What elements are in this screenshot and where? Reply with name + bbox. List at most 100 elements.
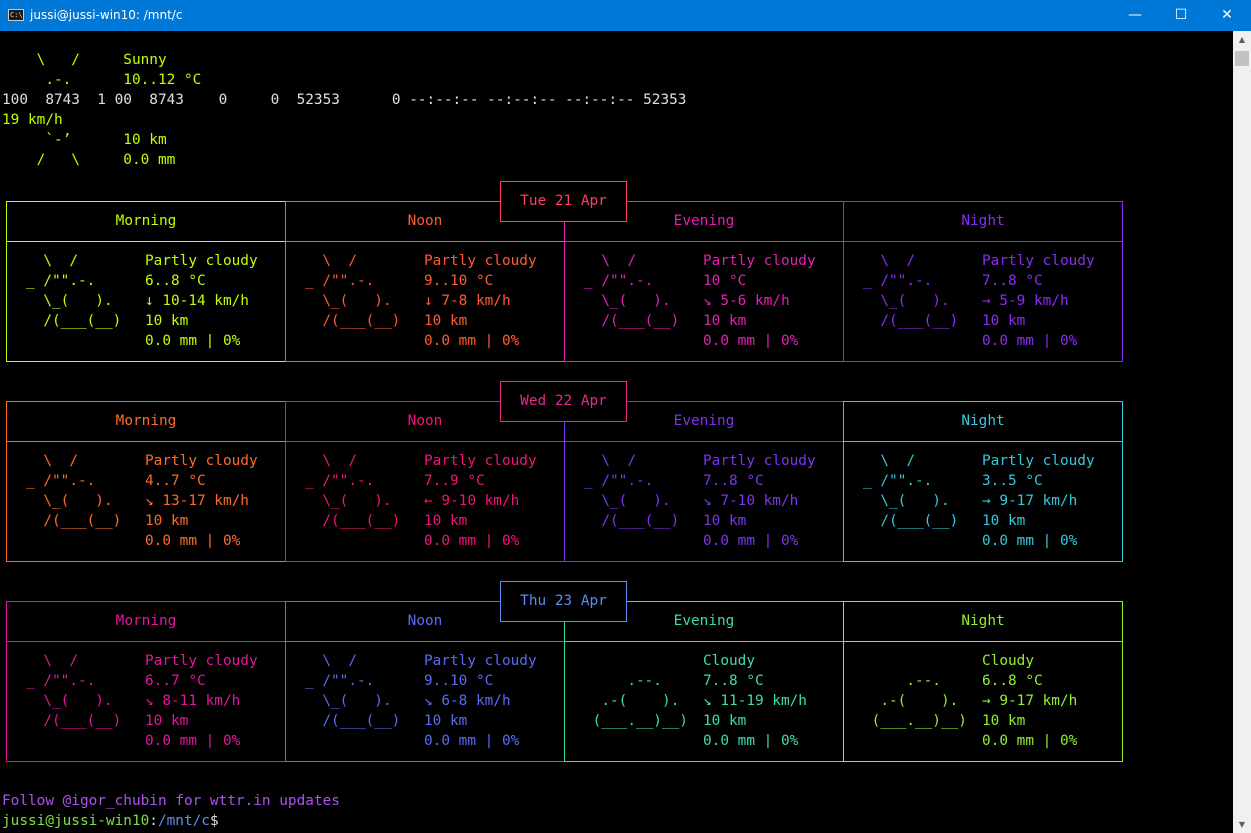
- minimize-button[interactable]: —: [1128, 7, 1142, 23]
- period-temp: 9..10 °C: [424, 673, 494, 689]
- period-condition: Partly cloudy: [424, 253, 537, 269]
- period-label: Morning: [115, 413, 177, 429]
- maximize-button[interactable]: ☐: [1174, 7, 1188, 23]
- period-precip: 0.0 mm | 0%: [982, 733, 1078, 749]
- weather-art-line: .--.: [584, 673, 688, 689]
- period-temp: 9..10 °C: [424, 273, 494, 289]
- shell-prompt[interactable]: jussi@jussi-win10:/mnt/c$: [2, 811, 219, 831]
- current-text: 10..12 °C: [123, 72, 202, 88]
- period-label: Noon: [407, 613, 443, 629]
- period-body-box: [843, 241, 1123, 362]
- weather-art-line: _ /"".-.: [26, 673, 130, 689]
- weather-art-line: /(___(__): [26, 513, 130, 529]
- window-title: jussi@jussi-win10: /mnt/c: [30, 8, 183, 22]
- period-wind: ↘ 7-10 km/h: [703, 493, 799, 509]
- period-visibility: 10 km: [145, 313, 189, 329]
- prompt-symbol: $: [209, 813, 219, 829]
- weather-art-line: [584, 331, 688, 351]
- weather-art-line: \ /: [26, 253, 130, 269]
- weather-art-line: \ /: [863, 253, 967, 269]
- current-text: Sunny: [123, 52, 167, 68]
- current-text: 100 8743 1 00 8743 0 0 52353 0 --:--:-- …: [2, 92, 687, 108]
- weather-art-line: \_( ).: [584, 493, 688, 509]
- period-condition: Partly cloudy: [145, 453, 258, 469]
- period-label: Night: [961, 213, 1005, 229]
- weather-art-line: (___.__)__): [863, 713, 967, 729]
- period-label: Evening: [673, 413, 735, 429]
- scrollbar-thumb[interactable]: [1235, 51, 1249, 66]
- period-condition: Cloudy: [703, 653, 755, 669]
- weather-art-line: [26, 331, 130, 351]
- weather-art-line: _ /"".-.: [305, 673, 409, 689]
- weather-art-line: [863, 331, 967, 351]
- period-temp: 6..7 °C: [145, 673, 206, 689]
- weather-art-line: /(___(__): [26, 713, 130, 729]
- weather-art-line: _ /"".-.: [863, 273, 967, 289]
- weather-art-line: [305, 531, 409, 551]
- weather-art-line: .-( ).: [863, 693, 967, 709]
- weather-art-line: _ /"".-.: [305, 273, 409, 289]
- window-titlebar[interactable]: C:\ jussi@jussi-win10: /mnt/c — ☐ ✕: [0, 0, 1251, 31]
- period-visibility: 10 km: [703, 513, 747, 529]
- period-condition: Partly cloudy: [424, 453, 537, 469]
- period-condition: Partly cloudy: [424, 653, 537, 669]
- prompt-separator: :: [149, 813, 158, 829]
- weather-art-line: /(___(__): [26, 313, 130, 329]
- weather-art-line: /(___(__): [584, 513, 688, 529]
- period-label: Morning: [115, 213, 177, 229]
- period-wind: → 5-9 km/h: [982, 293, 1069, 309]
- period-visibility: 10 km: [145, 513, 189, 529]
- weather-art-line: _ /"".-.: [584, 273, 688, 289]
- period-precip: 0.0 mm | 0%: [703, 733, 799, 749]
- period-wind: ↘ 13-17 km/h: [145, 493, 249, 509]
- period-precip: 0.0 mm | 0%: [424, 533, 520, 549]
- weather-art-line: [863, 651, 967, 671]
- weather-art-line: /(___(__): [305, 513, 409, 529]
- period-condition: Partly cloudy: [703, 453, 816, 469]
- period-condition: Partly cloudy: [145, 653, 258, 669]
- scroll-down-icon[interactable]: ▼: [1238, 820, 1246, 829]
- weather-art-line: /(___(__): [584, 313, 688, 329]
- current-text: 10 km: [123, 132, 167, 148]
- period-visibility: 10 km: [982, 513, 1026, 529]
- weather-art: .-.: [2, 72, 124, 88]
- current-text: 19 km/h: [2, 112, 63, 128]
- terminal-app-icon: C:\: [8, 9, 24, 21]
- period-visibility: 10 km: [145, 713, 189, 729]
- period-visibility: 10 km: [982, 313, 1026, 329]
- period-label: Morning: [115, 613, 177, 629]
- prompt-user: jussi@jussi-win10: [2, 813, 150, 829]
- weather-art-line: \_( ).: [584, 293, 688, 309]
- period-wind: → 9-17 km/h: [982, 493, 1078, 509]
- period-label: Evening: [673, 213, 735, 229]
- weather-art-line: \ /: [863, 453, 967, 469]
- period-temp: 4..7 °C: [145, 473, 206, 489]
- weather-art-line: \_( ).: [26, 693, 130, 709]
- weather-art-line: [584, 531, 688, 551]
- weather-art-line: _ /"".-.: [863, 473, 967, 489]
- period-temp: 3..5 °C: [982, 473, 1043, 489]
- weather-art-line: /(___(__): [305, 313, 409, 329]
- current-line: \ / Sunny: [2, 50, 167, 70]
- weather-art-line: _ /"".-.: [584, 473, 688, 489]
- period-label: Night: [961, 613, 1005, 629]
- terminal-output[interactable]: \ / Sunny .-. 10..12 °C 100 8743 1 00 874…: [0, 31, 1233, 833]
- weather-art-line: [863, 731, 967, 751]
- weather-art: \ /: [2, 52, 124, 68]
- current-line: 19 km/h: [2, 110, 63, 130]
- period-wind: ← 9-10 km/h: [424, 493, 520, 509]
- weather-art-line: /(___(__): [305, 713, 409, 729]
- weather-art-line: \_( ).: [26, 493, 130, 509]
- weather-art-line: /(___(__): [863, 513, 967, 529]
- period-precip: 0.0 mm | 0%: [703, 533, 799, 549]
- period-temp: 6..8 °C: [982, 673, 1043, 689]
- weather-art-line: \_( ).: [305, 493, 409, 509]
- period-precip: 0.0 mm | 0%: [424, 733, 520, 749]
- vertical-scrollbar[interactable]: ▲ ▼: [1233, 31, 1251, 833]
- date-label: Wed 22 Apr: [500, 381, 627, 422]
- weather-art-line: \_( ).: [305, 293, 409, 309]
- close-button[interactable]: ✕: [1221, 7, 1233, 23]
- period-wind: ↘ 5-6 km/h: [703, 293, 790, 309]
- scroll-up-icon[interactable]: ▲: [1238, 35, 1246, 44]
- weather-art-line: [26, 531, 130, 551]
